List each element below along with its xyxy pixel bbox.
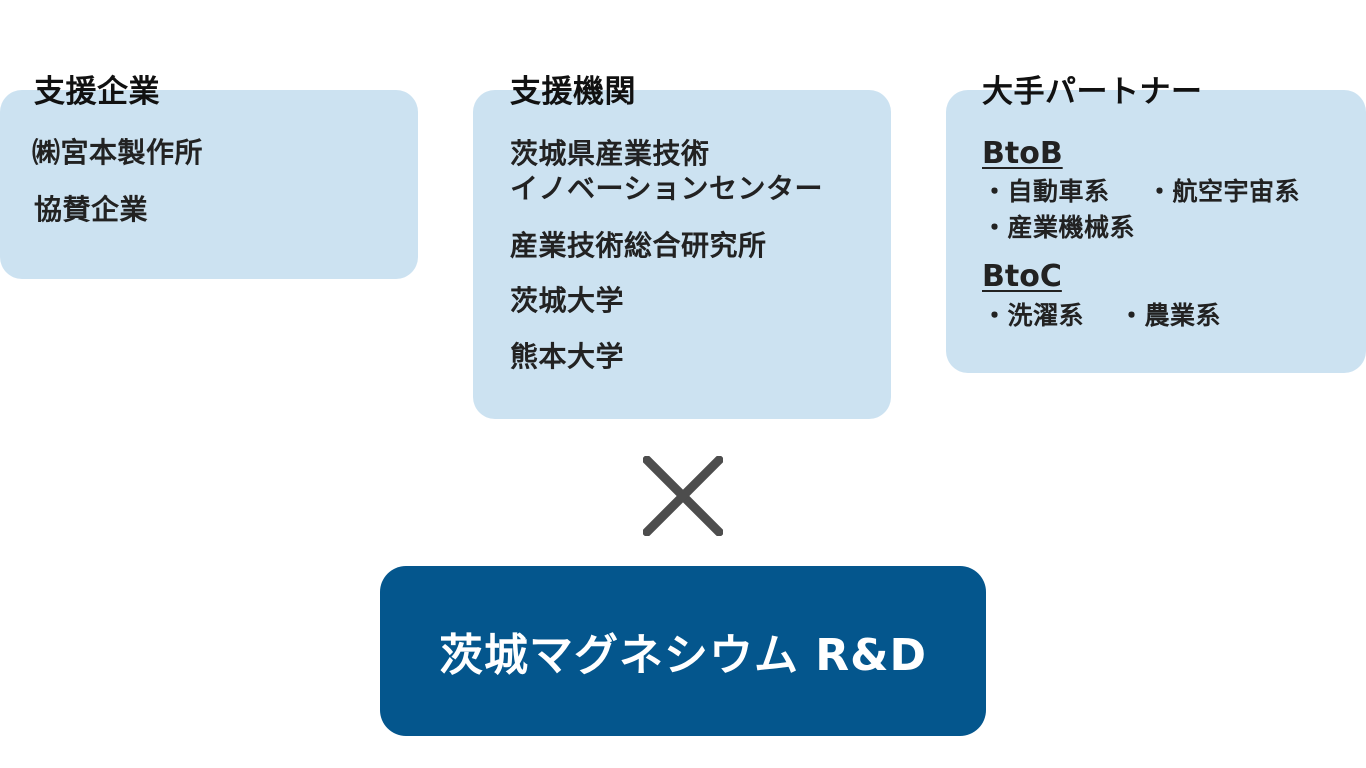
btob-item: ・航空宇宙系	[1147, 177, 1301, 206]
support-company-item: 協賛企業	[34, 193, 149, 226]
times-stroke-2	[643, 456, 723, 536]
btoc-item: ・洗濯系	[982, 301, 1085, 330]
support-institution-item: 茨城大学	[510, 284, 625, 317]
support-companies-panel	[0, 90, 418, 279]
support-institutions-panel	[473, 90, 891, 419]
support-institution-item: 産業技術総合研究所	[510, 229, 767, 262]
major-partners-title: 大手パートナー	[982, 74, 1203, 110]
times-icon	[643, 456, 723, 536]
btob-item: ・産業機械系	[982, 213, 1136, 242]
support-institution-item: 茨城県産業技術	[510, 137, 710, 170]
support-institution-item: イノベーションセンター	[510, 172, 823, 205]
support-company-item: ㈱宮本製作所	[32, 136, 204, 169]
main-organization-label: 茨城マグネシウム R&D	[438, 630, 928, 681]
main-organization-box: 茨城マグネシウム R&D	[380, 566, 986, 736]
btob-item: ・自動車系	[982, 177, 1110, 206]
support-institution-item: 熊本大学	[510, 340, 625, 373]
major-partners-panel	[946, 90, 1366, 373]
btoc-item: ・農業系	[1119, 301, 1222, 330]
support-institutions-title: 支援機関	[510, 74, 636, 110]
btob-heading: BtoB	[982, 136, 1063, 171]
support-companies-title: 支援企業	[34, 74, 160, 110]
btoc-heading: BtoC	[982, 259, 1062, 294]
